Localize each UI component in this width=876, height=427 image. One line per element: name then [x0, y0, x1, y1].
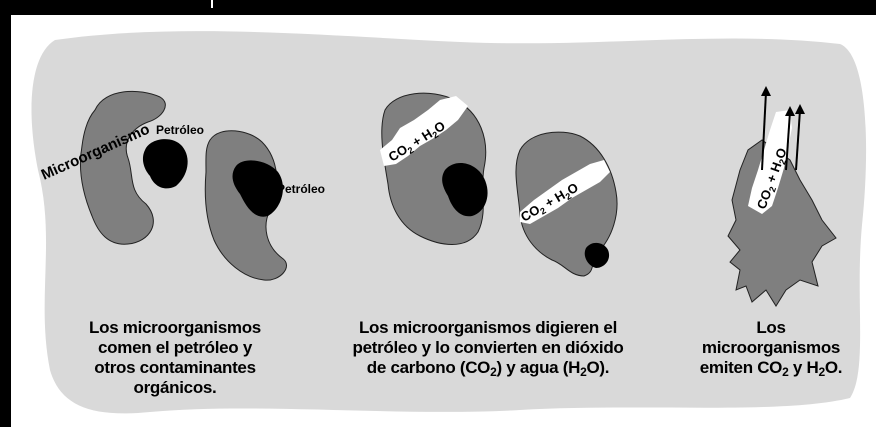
frame-top-gap — [211, 0, 213, 8]
gas-cloud-1 — [380, 96, 468, 166]
caption-step-1-line: Los microorganismos — [89, 318, 261, 337]
petroleum-blob-4 — [584, 242, 610, 268]
petroleum-label-2: Petróleo — [277, 182, 325, 196]
caption-step-2-line: petróleo y lo convierten en dióxido — [352, 338, 624, 357]
gas-cloud-3 — [748, 110, 792, 214]
caption-step-3-line: Los — [756, 318, 786, 337]
caption-step-3-line-3: emiten CO2 y H2O. — [699, 358, 843, 379]
caption-step-2: Los microorganismos digieren el petróleo… — [338, 318, 638, 378]
caption-step-3-line: microorganismos — [701, 338, 841, 357]
gas-cloud-2 — [520, 160, 610, 224]
frame-left-bar — [0, 0, 11, 427]
petroleum-blob-1 — [142, 139, 188, 189]
frame-top-bar — [0, 0, 876, 15]
microorganism-1 — [79, 90, 166, 245]
caption-step-1-line: otros contaminantes — [94, 358, 256, 377]
arrowheads — [761, 86, 805, 116]
caption-step-2-line: Los microorganismos digieren el — [358, 318, 618, 337]
petroleum-blob-3 — [442, 163, 488, 217]
emission-arrows — [761, 91, 801, 171]
caption-step-1-line: comen el petróleo y — [98, 338, 252, 357]
petroleum-label-1: Petróleo — [156, 123, 204, 137]
caption-step-2-line-3: de carbono (CO2) y agua (H2O). — [366, 358, 610, 379]
caption-step-1: Los microorganismos comen el petróleo y … — [60, 318, 290, 398]
petroleum-blob-2 — [232, 160, 283, 217]
caption-step-3: Los microorganismos emiten CO2 y H2O. — [686, 318, 856, 378]
caption-step-1-line: orgánicos. — [133, 378, 217, 397]
